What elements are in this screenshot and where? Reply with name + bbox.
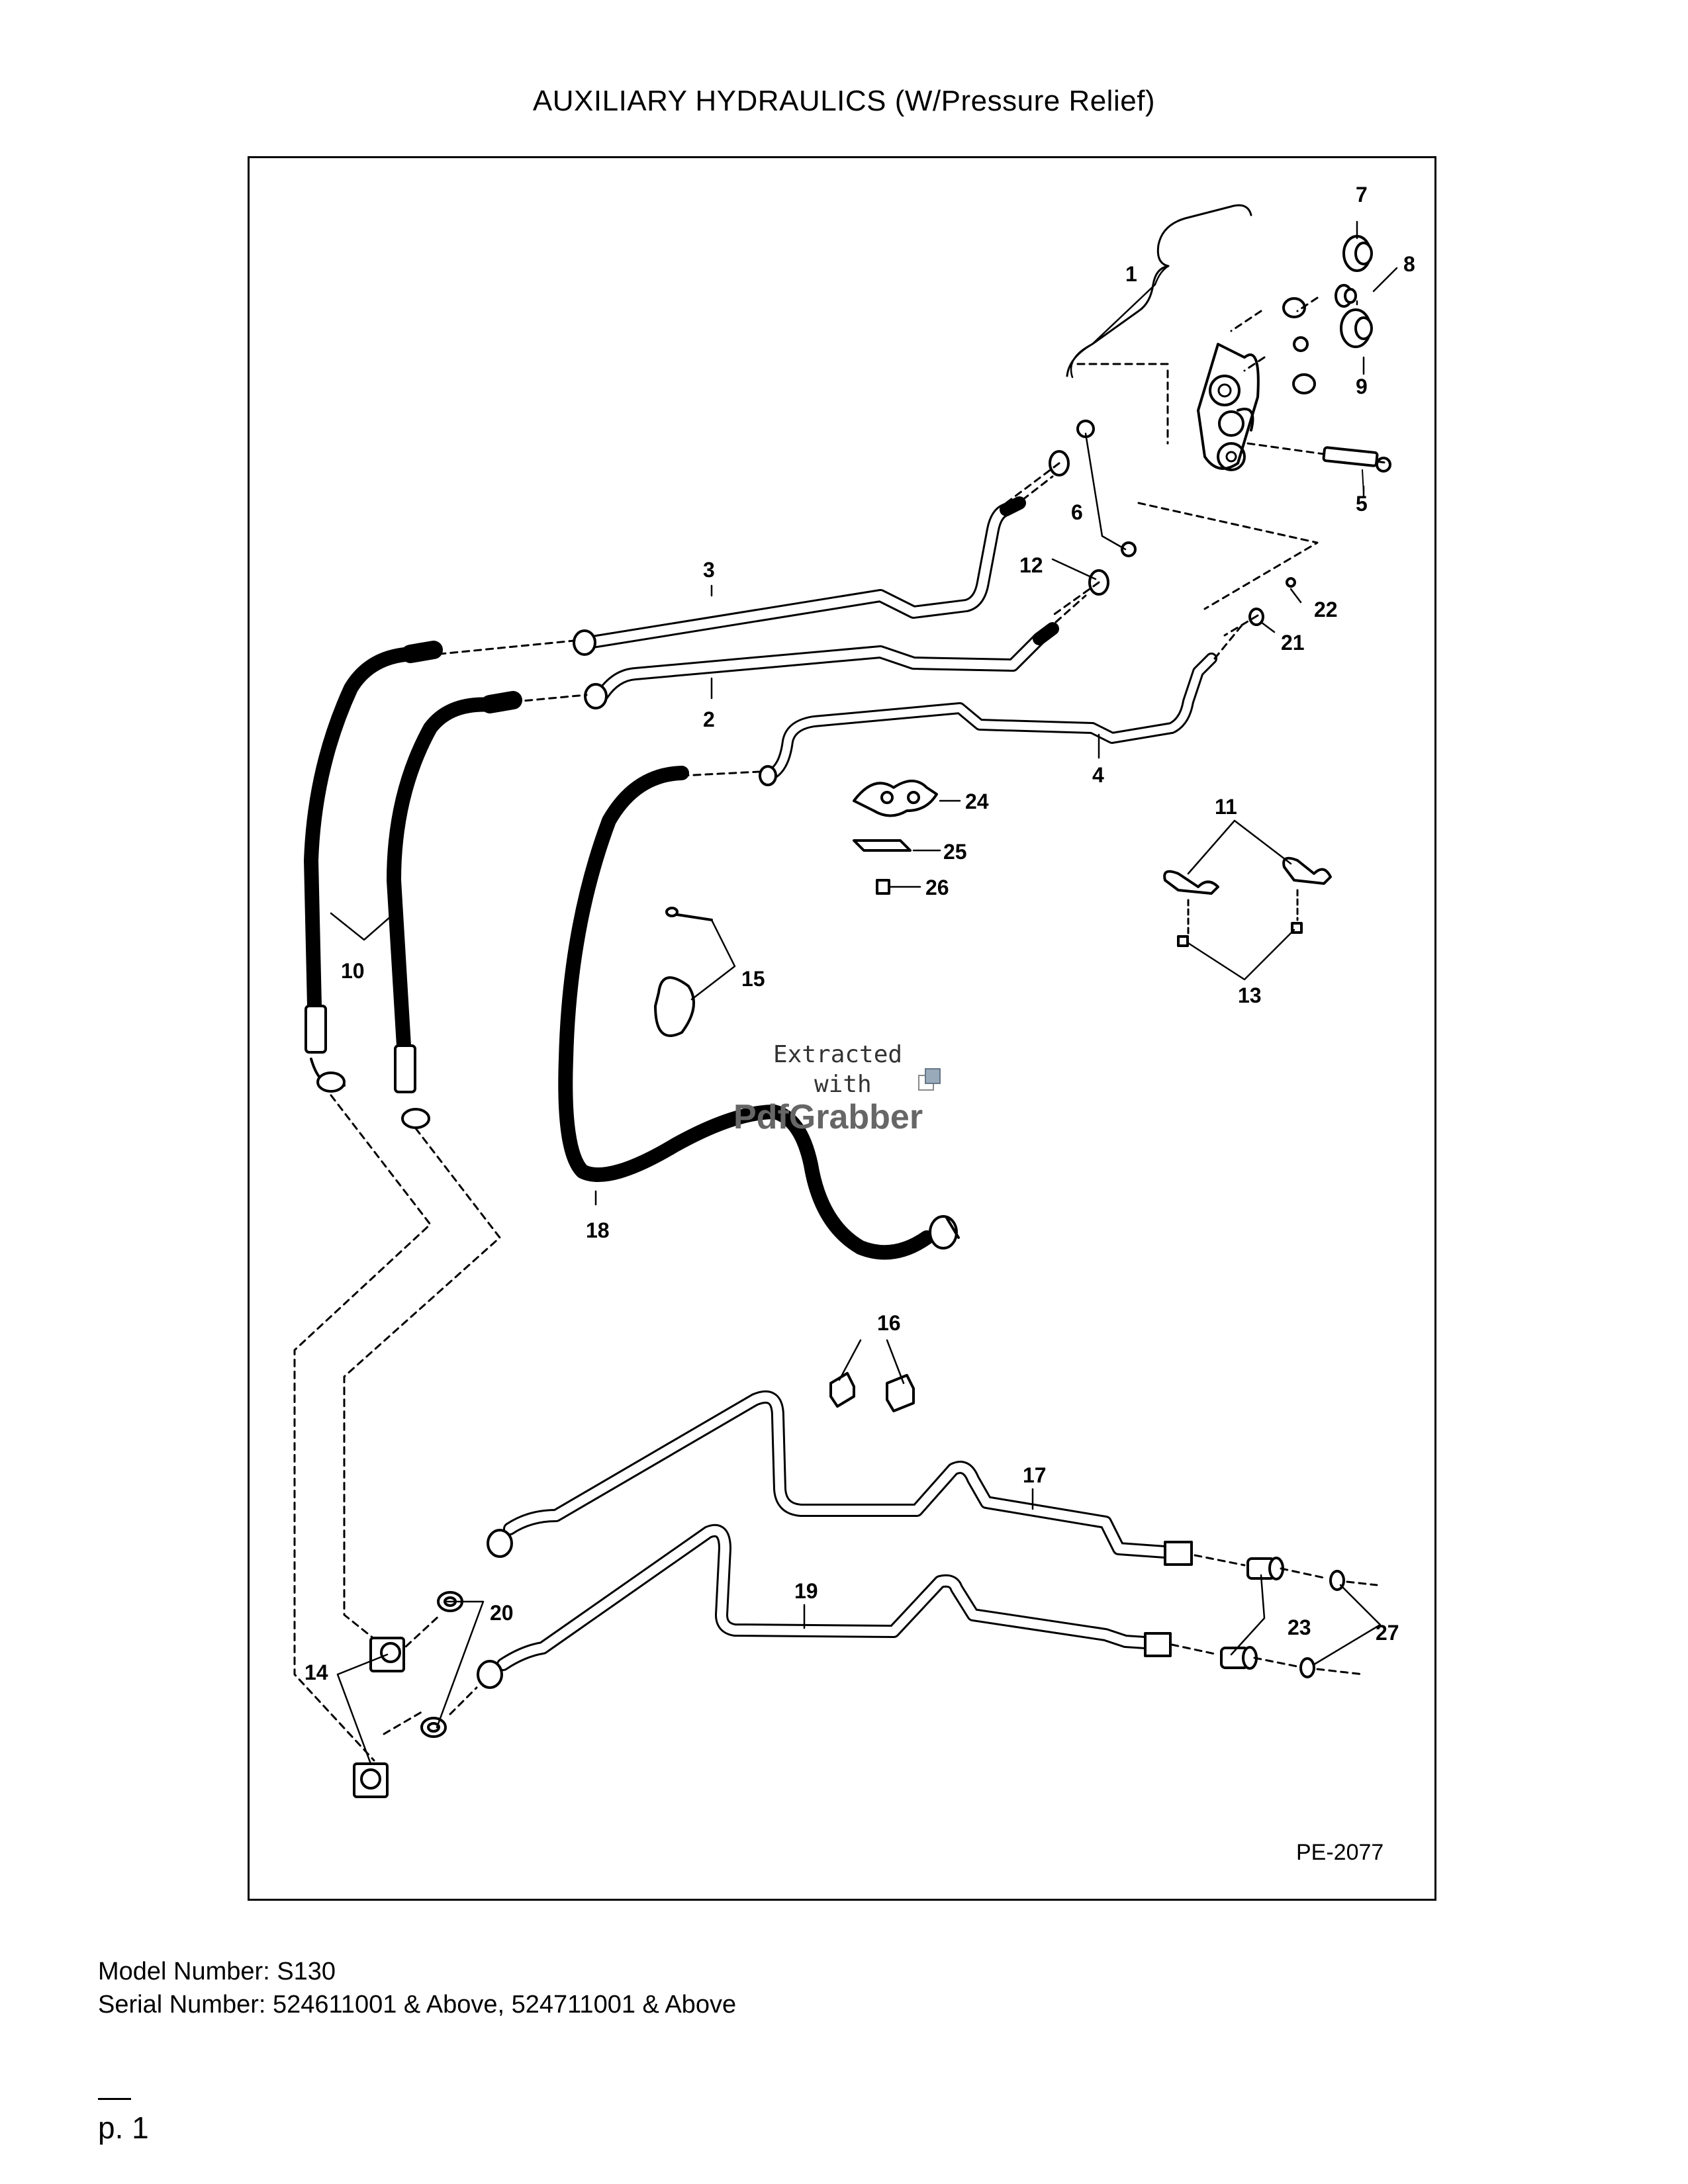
- clamp-24: [853, 780, 938, 817]
- callout-4: 4: [1092, 763, 1104, 787]
- tube-19: [477, 1524, 1172, 1689]
- tube-3: [573, 496, 1026, 656]
- bottom-right-fittings: [1220, 1557, 1345, 1678]
- callout-14: 14: [305, 1661, 328, 1684]
- leader-lines: [330, 220, 1398, 1765]
- nut-26: [876, 879, 890, 895]
- page-number-rule: [98, 2098, 131, 2100]
- tube-2: [584, 622, 1059, 709]
- callout-10: 10: [341, 959, 365, 983]
- tie-15: [654, 907, 713, 1037]
- callout-16: 16: [877, 1311, 901, 1335]
- callout-8: 8: [1403, 252, 1415, 276]
- watermark-line1: Extracted: [773, 1041, 902, 1068]
- callout-27: 27: [1376, 1621, 1399, 1645]
- callout-20: 20: [490, 1601, 514, 1625]
- diagram-frame: [248, 156, 1436, 1901]
- callout-24: 24: [965, 790, 989, 813]
- callout-13: 13: [1238, 983, 1262, 1007]
- callout-19: 19: [794, 1579, 818, 1603]
- adapters-14: [353, 1637, 405, 1798]
- figure-id: PE-2077: [1296, 1840, 1383, 1865]
- callout-3: 3: [703, 558, 715, 582]
- hose-10b: [387, 691, 522, 1129]
- hose-18: [558, 766, 960, 1260]
- callout-5: 5: [1356, 492, 1368, 516]
- callout-12: 12: [1019, 553, 1043, 577]
- callout-23: 23: [1288, 1615, 1311, 1639]
- hose-10a: [304, 641, 443, 1093]
- callout-26: 26: [925, 876, 949, 899]
- callout-15: 15: [741, 967, 765, 991]
- callout-7: 7: [1356, 183, 1368, 206]
- tube-4: [759, 653, 1217, 786]
- callout-18: 18: [586, 1218, 610, 1242]
- callout-2: 2: [703, 707, 715, 731]
- watermark-line2: with: [814, 1071, 872, 1098]
- watermark-brand: PdfGrabber: [733, 1098, 923, 1136]
- callout-6: 6: [1071, 500, 1083, 524]
- callout-11: 11: [1215, 795, 1237, 819]
- serial-number: Serial Number: 524611001 & Above, 524711…: [98, 1991, 737, 2019]
- page-title: AUXILIARY HYDRAULICS (W/Pressure Relief): [532, 85, 1156, 117]
- callout-labels: 1 2 3 4 5 6 7 8 9 10 11 12 13 14 15 16 1…: [305, 183, 1415, 1684]
- plate-25: [853, 839, 912, 852]
- model-number: Model Number: S130: [98, 1958, 336, 1985]
- callout-17: 17: [1023, 1463, 1047, 1487]
- callout-22: 22: [1314, 598, 1338, 621]
- callout-21: 21: [1281, 631, 1305, 655]
- callout-1: 1: [1125, 262, 1137, 286]
- valve-assembly: [1005, 204, 1391, 637]
- callout-25: 25: [943, 840, 967, 864]
- tube-17: [487, 1390, 1193, 1566]
- callout-9: 9: [1356, 375, 1368, 398]
- watermark: Extracted with PdfGrabber: [733, 1041, 941, 1136]
- blocks-16: [829, 1372, 915, 1412]
- page-number: p. 1: [98, 2111, 149, 2145]
